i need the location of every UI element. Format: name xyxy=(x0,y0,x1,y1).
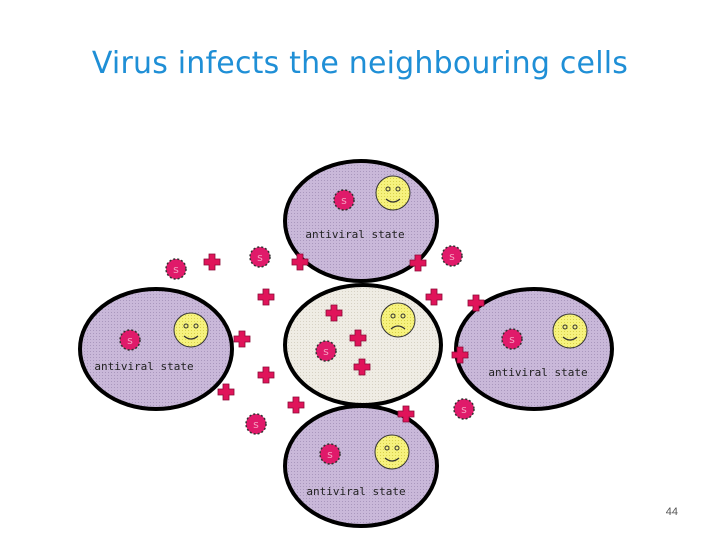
face-icon-bottom xyxy=(374,434,410,470)
interferon-cross-icon xyxy=(467,294,485,312)
interferon-cross-icon xyxy=(287,396,305,414)
interferon-cross-icon xyxy=(257,288,275,306)
interferon-cross-icon xyxy=(349,329,367,347)
svg-text:s: s xyxy=(253,418,259,431)
svg-text:s: s xyxy=(449,250,455,263)
cell-bottom xyxy=(283,404,439,528)
svg-text:s: s xyxy=(257,251,263,264)
virus-icon: s xyxy=(333,189,355,211)
slide-title: Virus infects the neighbouring cells xyxy=(91,46,629,81)
cell-left xyxy=(78,287,234,411)
virus-icon: s xyxy=(165,258,187,280)
sad-face-icon-center xyxy=(380,302,416,338)
virus-icon: s xyxy=(441,245,463,267)
interferon-cross-icon xyxy=(325,304,343,322)
antiviral-state-label-left: antiviral state xyxy=(94,360,193,373)
virus-icon: s xyxy=(453,398,475,420)
face-icon-right xyxy=(552,313,588,349)
virus-icon: s xyxy=(315,340,337,362)
interferon-cross-icon xyxy=(425,288,443,306)
interferon-cross-icon xyxy=(217,383,235,401)
svg-text:s: s xyxy=(461,403,467,416)
svg-text:s: s xyxy=(127,334,133,347)
virus-icon: s xyxy=(245,413,267,435)
interferon-cross-icon xyxy=(203,253,221,271)
interferon-cross-icon xyxy=(397,405,415,423)
virus-icon: s xyxy=(249,246,271,268)
interferon-cross-icon xyxy=(451,346,469,364)
svg-text:s: s xyxy=(341,194,347,207)
antiviral-state-label-bottom: antiviral state xyxy=(306,485,405,498)
virus-icon: s xyxy=(319,443,341,465)
interferon-cross-icon xyxy=(409,254,427,272)
svg-text:s: s xyxy=(173,263,179,276)
face-icon-top xyxy=(375,175,411,211)
svg-text:s: s xyxy=(323,345,329,358)
interferon-cross-icon xyxy=(233,330,251,348)
interferon-cross-icon xyxy=(353,358,371,376)
virus-icon: s xyxy=(501,328,523,350)
page-number: 44 xyxy=(665,506,678,518)
virus-icon: s xyxy=(119,329,141,351)
antiviral-state-label-right: antiviral state xyxy=(488,366,587,379)
svg-text:s: s xyxy=(509,333,515,346)
svg-text:s: s xyxy=(327,448,333,461)
interferon-cross-icon xyxy=(291,253,309,271)
interferon-cross-icon xyxy=(257,366,275,384)
face-icon-left xyxy=(173,312,209,348)
antiviral-state-label-top: antiviral state xyxy=(305,228,404,241)
cell-center xyxy=(283,283,443,407)
